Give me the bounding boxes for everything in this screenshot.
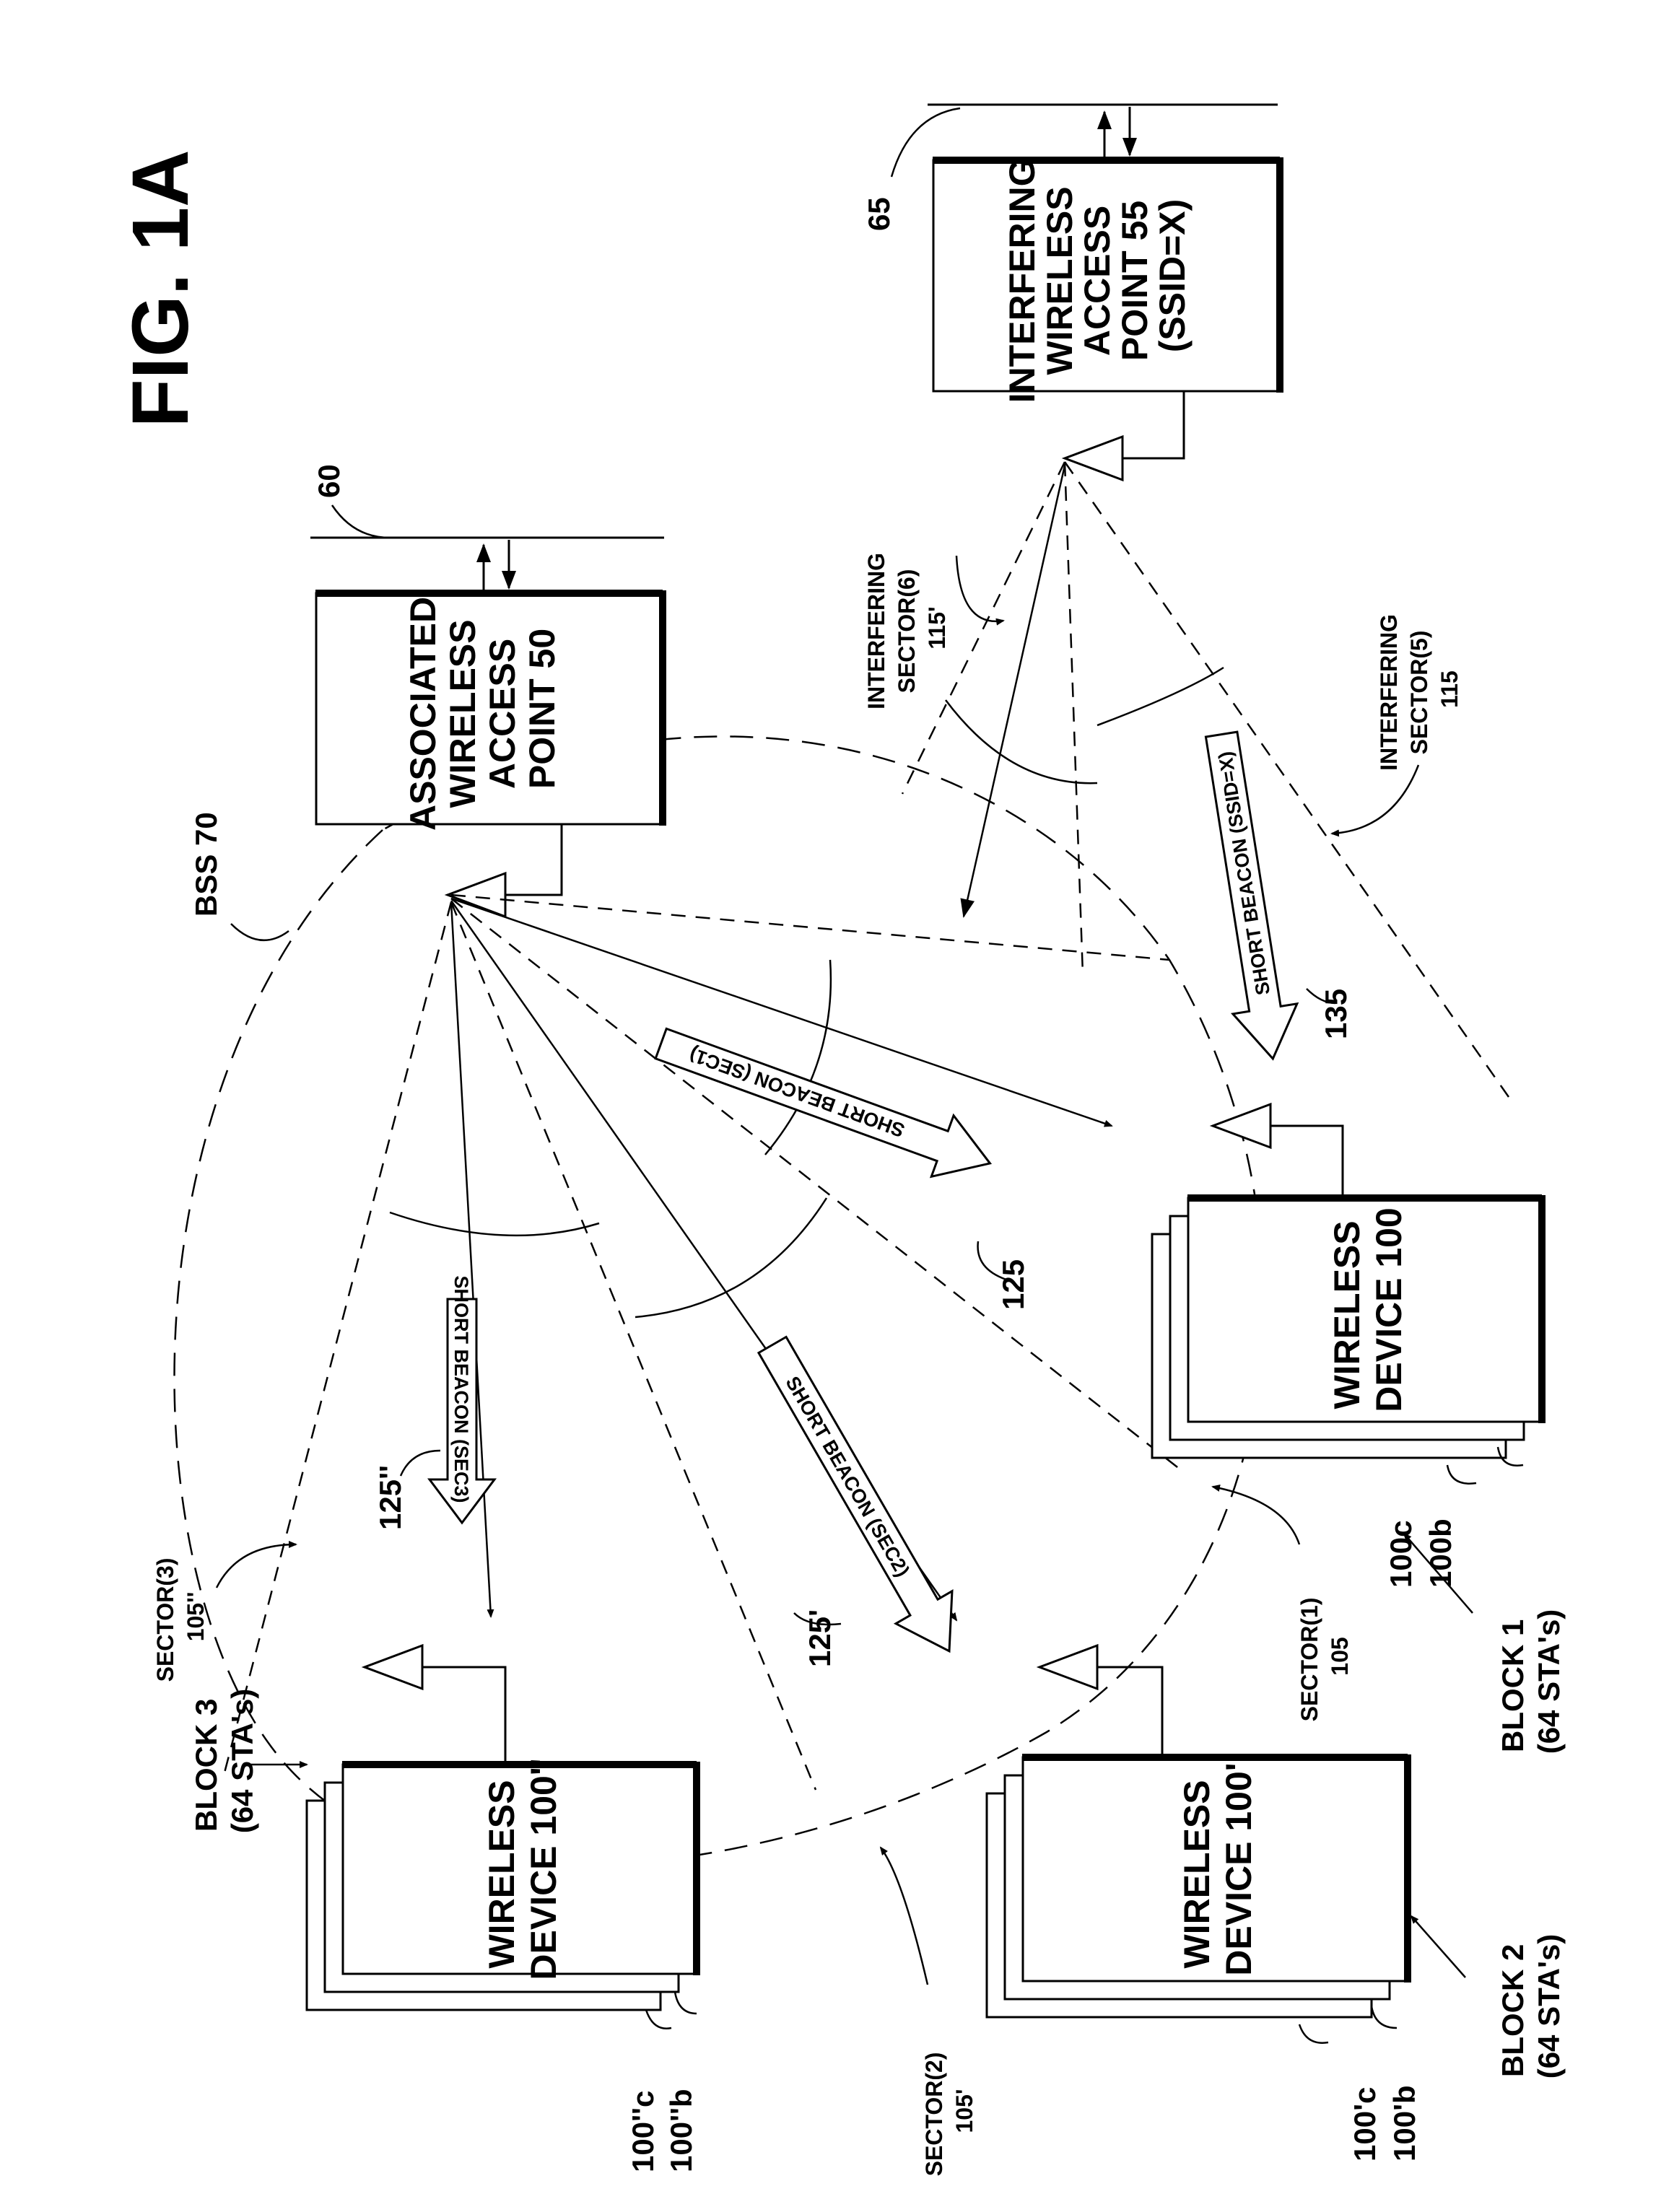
beacon-sec3: SHORT BEACON (SEC3) xyxy=(430,1275,494,1523)
ap50-sector-boundaries xyxy=(224,895,1184,1790)
svg-text:BLOCK 1 (64 STA's): BLOCK 1 (64 STA's) xyxy=(1496,1609,1566,1754)
antenna-icon xyxy=(1213,1104,1270,1147)
svg-text:INTERFERING SECTOR(5): INTERFERING SECTOR(5) 115 xyxy=(1376,608,1462,771)
ray-interfering-sec6 xyxy=(964,465,1065,917)
ref-125pp-label: 125'' xyxy=(373,1465,407,1530)
svg-text:SECTOR(1) 105: SECTOR(1) 105 xyxy=(1296,1591,1353,1722)
ap50-line-2: WIRELESS xyxy=(443,619,483,808)
ap55-sector-boundaries xyxy=(902,462,1509,1097)
device100pp-line-1: WIRELESS xyxy=(481,1780,522,1968)
ref-100ppc-label: 100''c xyxy=(626,2091,660,2172)
interfering-access-point: INTERFERING WIRELESS ACCESS POINT 55 (SS… xyxy=(933,149,1280,458)
sector6-label-3: 115' xyxy=(924,606,950,649)
ap50-line-4: POINT 50 xyxy=(522,629,562,789)
ref-100ppb-leader xyxy=(675,1992,697,2014)
device100p-line-1: WIRELESS xyxy=(1177,1780,1217,1968)
svg-text:SECTOR(2) 105': SECTOR(2) 105' xyxy=(921,2046,977,2177)
ap50-line-1: ASSOCIATED xyxy=(403,597,443,831)
sector1-label-2: 105 xyxy=(1327,1637,1353,1675)
ref-100ppb-label: 100''b xyxy=(664,2089,698,2172)
sector5-leader xyxy=(1332,765,1418,834)
arc-sector1 xyxy=(765,960,831,1155)
ref-100b-label: 100b xyxy=(1424,1518,1457,1588)
ref-100pb-label: 100'b xyxy=(1387,2085,1421,2161)
ref-100ppc-leader xyxy=(646,2010,671,2029)
wireless-device-block1: WIRELESS DEVICE 100 xyxy=(1152,1126,1542,1458)
antenna-icon xyxy=(1039,1645,1097,1689)
block2-leader xyxy=(1411,1916,1465,1977)
ap55-line-3: ACCESS xyxy=(1077,206,1117,356)
bss-leader-line xyxy=(231,924,289,940)
bss-boundary xyxy=(175,736,1264,1866)
beacon-sec2-text: SHORT BEACON (SEC2) xyxy=(781,1373,913,1581)
sector3-label-2: 105'' xyxy=(183,1592,209,1642)
ref-65-label: 65 xyxy=(862,197,896,231)
ref-135-label: 135 xyxy=(1319,989,1353,1039)
antenna-icon xyxy=(365,1645,422,1689)
sector6-leader xyxy=(956,556,1003,621)
sector1-label-1: SECTOR(1) xyxy=(1296,1598,1322,1722)
ref-100pc-label: 100'c xyxy=(1348,2087,1382,2161)
block2-label-2: (64 STA's) xyxy=(1532,1934,1566,2079)
wireless-device-block3: WIRELESS DEVICE 100'' xyxy=(307,1667,697,2010)
beacon-sec3-text: SHORT BEACON (SEC3) xyxy=(450,1275,472,1503)
sector2-leader xyxy=(881,1848,928,1985)
beacon-ssid: SHORT BEACON (SSID=X) xyxy=(1190,730,1305,1064)
wireless-device-block2: WIRELESS DEVICE 100' xyxy=(987,1667,1408,2017)
beacon-sec1: SHORT BEACON (SEC1) xyxy=(650,1013,1001,1194)
ref-100pb-leader xyxy=(1372,2006,1397,2028)
block2-label-1: BLOCK 2 xyxy=(1496,1944,1530,2077)
ref-125-label: 125 xyxy=(996,1259,1030,1310)
sector2-label-1: SECTOR(2) xyxy=(921,2053,947,2177)
ref-125p-label: 125' xyxy=(803,1609,837,1667)
ref-100pc-leader xyxy=(1299,2024,1328,2043)
device100-line-2: DEVICE 100 xyxy=(1369,1207,1409,1412)
block1-label-1: BLOCK 1 xyxy=(1496,1619,1530,1752)
block3-label-2: (64 STA's) xyxy=(225,1689,259,1834)
ap55-line-5: (SSID=X) xyxy=(1152,199,1193,353)
sector5-label-3: 115 xyxy=(1437,670,1462,708)
device100pp-line-2: DEVICE 100'' xyxy=(523,1758,564,1980)
device100-line-1: WIRELESS xyxy=(1327,1220,1367,1409)
block1-label-2: (64 STA's) xyxy=(1532,1609,1566,1754)
sector6-label-2: SECTOR(6) xyxy=(894,569,920,694)
sector6-label-1: INTERFERING xyxy=(863,553,889,709)
associated-access-point: ASSOCIATED WIRELESS ACCESS POINT 50 xyxy=(315,587,663,895)
ap55-line-2: WIRELESS xyxy=(1039,186,1080,375)
sector1-leader xyxy=(1213,1487,1299,1544)
figure-title: FIG. 1A xyxy=(116,149,205,427)
sector2-label-2: 105' xyxy=(951,2089,977,2133)
sector5-label-1: INTERFERING xyxy=(1376,614,1402,771)
block3-label-1: BLOCK 3 xyxy=(189,1699,223,1832)
svg-text:BLOCK 2 (64 STA's): BLOCK 2 (64 STA's) xyxy=(1496,1934,1566,2079)
svg-text:INTERFERING SECTOR(6): INTERFERING SECTOR(6) 115' xyxy=(863,546,950,709)
sector5-label-2: SECTOR(5) xyxy=(1406,631,1432,755)
ref-100c-leader xyxy=(1447,1465,1476,1484)
ref-100c-label: 100c xyxy=(1384,1521,1418,1588)
ref-60-label: 60 xyxy=(312,464,346,498)
sector3-label-1: SECTOR(3) xyxy=(152,1558,178,1682)
svg-text:BLOCK 3 (64 STA's): BLOCK 3 (64 STA's) xyxy=(189,1689,259,1834)
ap50-line-3: ACCESS xyxy=(482,639,523,789)
beacon-sec2: SHORT BEACON (SEC2) xyxy=(744,1329,977,1667)
ref-60-leader xyxy=(332,505,390,538)
beacon-sec1-text: SHORT BEACON (SEC1) xyxy=(686,1044,907,1142)
ap55-line-1: INTERFERING xyxy=(1002,159,1042,403)
arc-sector3 xyxy=(390,1212,599,1236)
device100p-line-2: DEVICE 100' xyxy=(1218,1762,1259,1975)
bss-label: BSS 70 xyxy=(189,812,223,917)
svg-text:SECTOR(3) 105'': SECTOR(3) 105'' xyxy=(152,1552,209,1682)
arc-interfering-sec5 xyxy=(1097,668,1224,725)
ap55-line-4: POINT 55 xyxy=(1115,201,1155,361)
sector3-leader xyxy=(217,1544,296,1588)
